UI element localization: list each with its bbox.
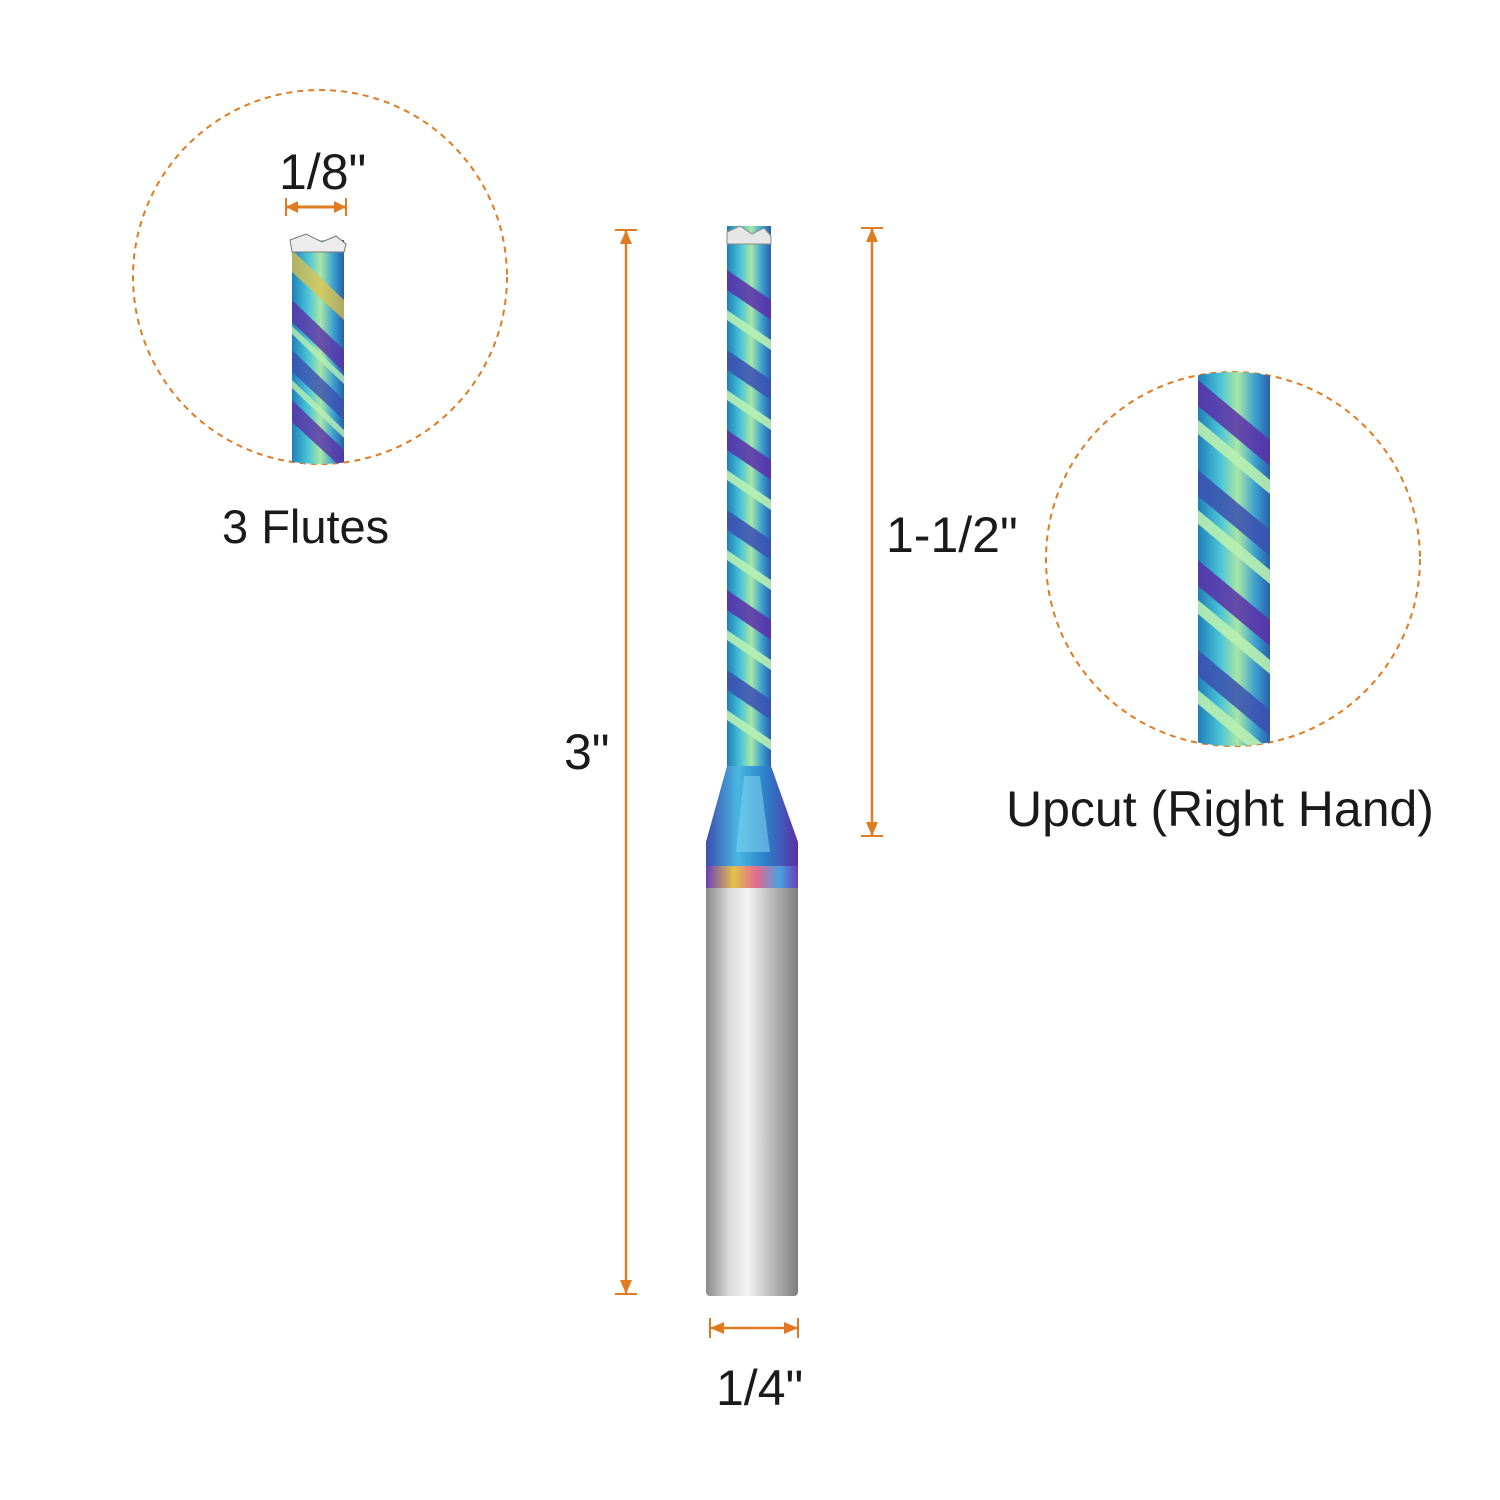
flute-tip-detail-icon: [289, 233, 347, 464]
tip-detail-circle: [132, 89, 508, 465]
cut-direction-label: Upcut (Right Hand): [1006, 781, 1434, 837]
cutting-length-label: 1-1/2": [886, 507, 1018, 563]
cutting-length-dimension: [861, 227, 883, 837]
end-mill-bit-icon: [706, 225, 798, 1296]
shank-diameter-label: 1/4": [716, 1360, 804, 1416]
overall-length-dimension: [615, 229, 637, 1295]
tip-diameter-label: 1/8": [279, 144, 367, 200]
flute-count-label: 3 Flutes: [222, 500, 390, 553]
flute-spiral-detail-icon: [1198, 372, 1270, 746]
flute-detail-circle: [1045, 371, 1421, 747]
overall-length-label: 3": [564, 724, 610, 780]
shank-diameter-dimension: [709, 1318, 799, 1338]
